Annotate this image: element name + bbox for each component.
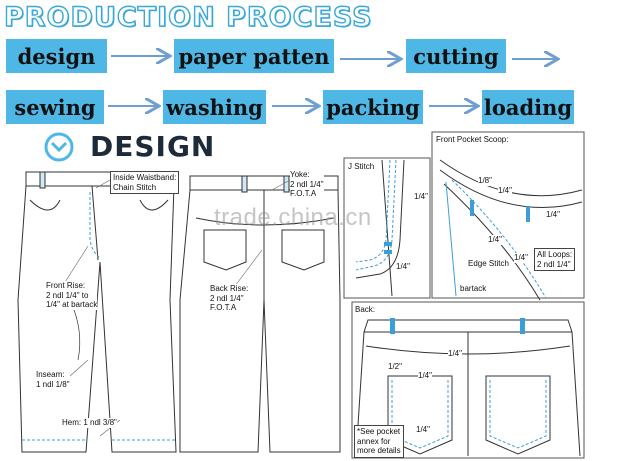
label-back-half: 1/2" [388,362,402,372]
step-paper-patten: paper patten [174,39,334,73]
step-loading: loading [482,90,574,124]
label-hem: Hem: 1 ndl 3/8" [62,418,117,428]
label-bartack: bartack [460,284,487,294]
back-jeans-drawing [179,175,341,453]
label-back-quarter-2: 1/4" [418,371,432,381]
label-back-rise: Back Rise: 2 ndl 1/4" F.O.T.A [210,284,249,313]
label-front-pocket-scoop: Front Pocket Scoop: [436,135,509,145]
section-title: DESIGN [90,130,216,163]
front-pocket-panel [431,131,585,301]
step-design: design [6,39,107,73]
label-fp-quarter-1: 1/4" [498,186,512,196]
label-front-rise: Front Rise: 2 ndl 1/4" to 1/4" at bartac… [46,281,98,310]
label-back: Back: [355,305,376,315]
label-inside-waistband: Inside Waistband: Chain Stitch [110,171,180,194]
step-washing: washing [163,90,266,124]
label-j-stitch: J Stitch [348,162,375,172]
label-fp-eighth: 1/8" [478,176,492,186]
label-all-loops: All Loops: 2 ndl 1/4" [534,248,576,271]
chevron-down-icon [44,132,74,162]
label-back-quarter-1: 1/4" [448,349,462,359]
label-j-quarter-1: 1/4" [414,192,428,202]
label-fp-quarter-4: 1/4" [514,253,528,263]
label-back-quarter-3: 1/4" [416,425,430,435]
label-inseam: Inseam: 1 ndl 1/8" [36,370,70,389]
label-yoke: Yoke: 2 ndl 1/4" F.O.T.A [290,170,324,199]
page-title: PRODUCTION PROCESS [3,1,373,33]
watermark: trade.china.cn [214,204,372,231]
step-cutting: cutting [406,39,506,73]
label-see-pocket-annex: *See pocket annex for more details [354,425,404,458]
j-stitch-panel [343,157,431,299]
step-sewing: sewing [6,90,104,124]
label-fp-quarter-2: 1/4" [546,210,560,220]
step-packing: packing [323,90,423,124]
front-jeans-drawing [17,171,177,453]
label-j-quarter-2: 1/4" [396,262,410,272]
label-fp-quarter-3: 1/4" [488,235,502,245]
label-edge-stitch: Edge Stitch [468,259,509,269]
